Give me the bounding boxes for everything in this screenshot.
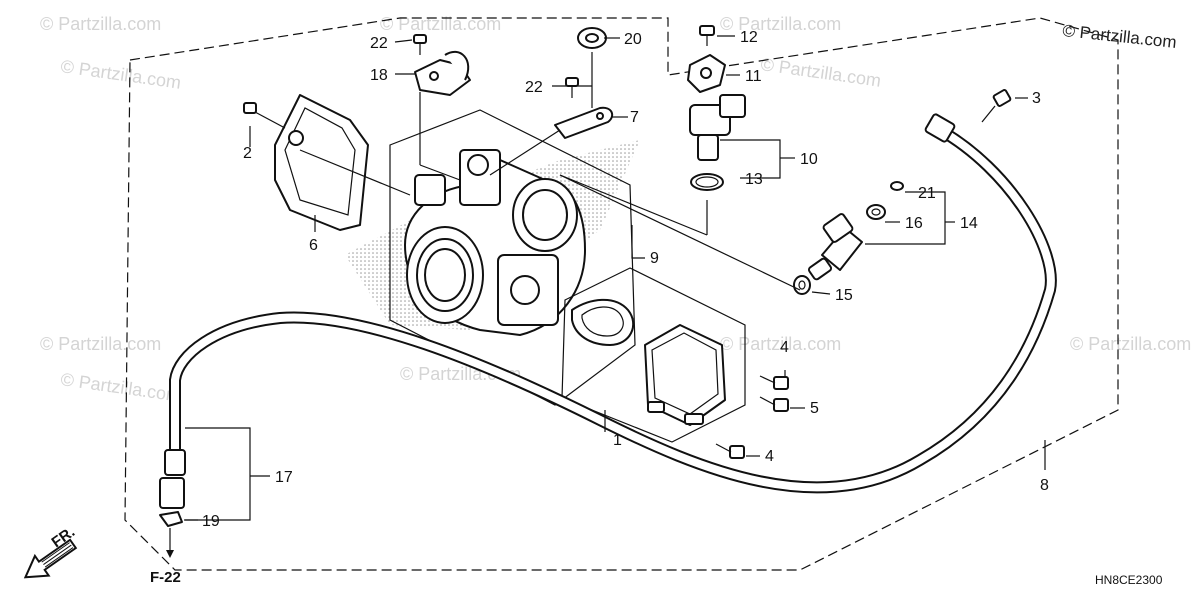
assembly-boundary: [124, 17, 1119, 571]
callout-3: 3: [1032, 90, 1041, 107]
callout-20: 20: [624, 31, 642, 48]
oring-part-21: [890, 181, 904, 191]
watermark-4: © Partzilla.com: [720, 14, 841, 34]
callout-4-upper: 4: [780, 339, 789, 356]
copyright-notice: © Partzilla.com: [1062, 21, 1178, 52]
fuel-hose-part-8: [169, 113, 1057, 494]
leader-lines: [184, 35, 1046, 521]
callouts: 1 2 3 4 4 5 6 7 8 9 10 11 12 13 14 15 16…: [202, 29, 1049, 530]
callout-15: 15: [835, 287, 853, 304]
callout-14: 14: [960, 215, 978, 232]
sensor-part-10: [689, 94, 746, 161]
screw-part-2: [243, 102, 286, 129]
callout-1: 1: [613, 432, 622, 449]
screw-part-22a: [413, 34, 427, 55]
callout-6: 6: [309, 237, 318, 254]
throttle-body-group-box: [389, 109, 636, 406]
holder-part-11: [687, 54, 726, 93]
callout-12: 12: [740, 29, 758, 46]
watermark-3: © Partzilla.com: [380, 14, 501, 34]
callout-8: 8: [1040, 477, 1049, 494]
callout-4-lower: 4: [765, 448, 774, 465]
callout-19: 19: [202, 513, 220, 530]
reference-label: F-22: [150, 569, 181, 586]
screw-part-22b: [565, 77, 579, 98]
cover-part-6: [274, 94, 369, 231]
watermark-8: © Partzilla.com: [720, 334, 841, 354]
callout-22-lower: 22: [525, 79, 543, 96]
watermark-1: © Partzilla.com: [40, 14, 161, 34]
watermark-5: © Partzilla.com: [759, 54, 882, 91]
front-arrow: [23, 538, 78, 579]
callout-5: 5: [810, 400, 819, 417]
clip-part-19: [159, 511, 183, 558]
screw-part-4b: [715, 443, 745, 459]
callout-16: 16: [905, 215, 923, 232]
bolt-part-3: [981, 89, 1012, 123]
plate-part-7: [554, 106, 614, 139]
callout-9: 9: [650, 250, 659, 267]
hose-end-part-17: [159, 449, 186, 509]
watermark-6: © Partzilla.com: [40, 334, 161, 354]
clamp-part-20: [577, 27, 607, 108]
callout-21: 21: [918, 185, 936, 202]
callout-7: 7: [630, 109, 639, 126]
oring-part-13: [690, 173, 724, 191]
bracket-part-18: [414, 50, 471, 96]
callout-18: 18: [370, 67, 388, 84]
watermark-2: © Partzilla.com: [59, 56, 182, 93]
callout-13: 13: [745, 171, 763, 188]
seal-part-15: [793, 275, 811, 295]
callout-17: 17: [275, 469, 293, 486]
callout-11: 11: [745, 68, 762, 85]
callout-22-upper: 22: [370, 35, 388, 52]
sensor-part-1: [644, 324, 726, 426]
seal-part-16: [866, 204, 886, 220]
callout-2: 2: [243, 145, 252, 162]
injector-part-14: [807, 213, 863, 281]
watermark-7: © Partzilla.com: [59, 369, 182, 406]
watermark-9: © Partzilla.com: [1070, 334, 1191, 354]
screw-part-12: [699, 25, 715, 46]
callout-10: 10: [800, 151, 818, 168]
gasket: [571, 298, 635, 346]
screw-part-5: [759, 396, 789, 412]
throttle-body: [404, 149, 586, 336]
screw-part-4a: [759, 375, 789, 390]
diagram-code: HN8CE2300: [1095, 573, 1163, 587]
